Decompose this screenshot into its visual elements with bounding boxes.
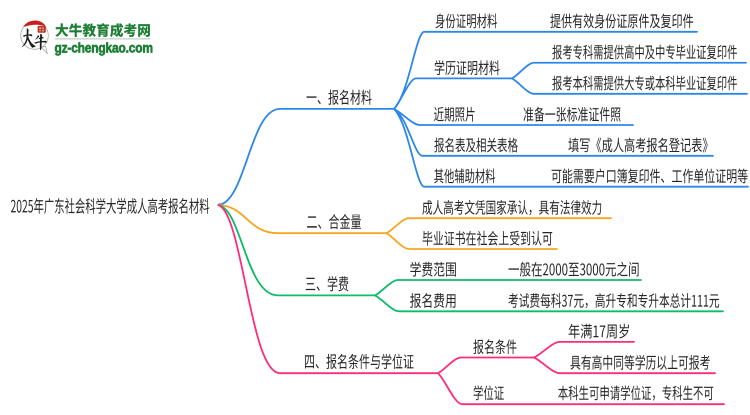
svg-text:gz-chengkao.com: gz-chengkao.com	[55, 40, 153, 56]
